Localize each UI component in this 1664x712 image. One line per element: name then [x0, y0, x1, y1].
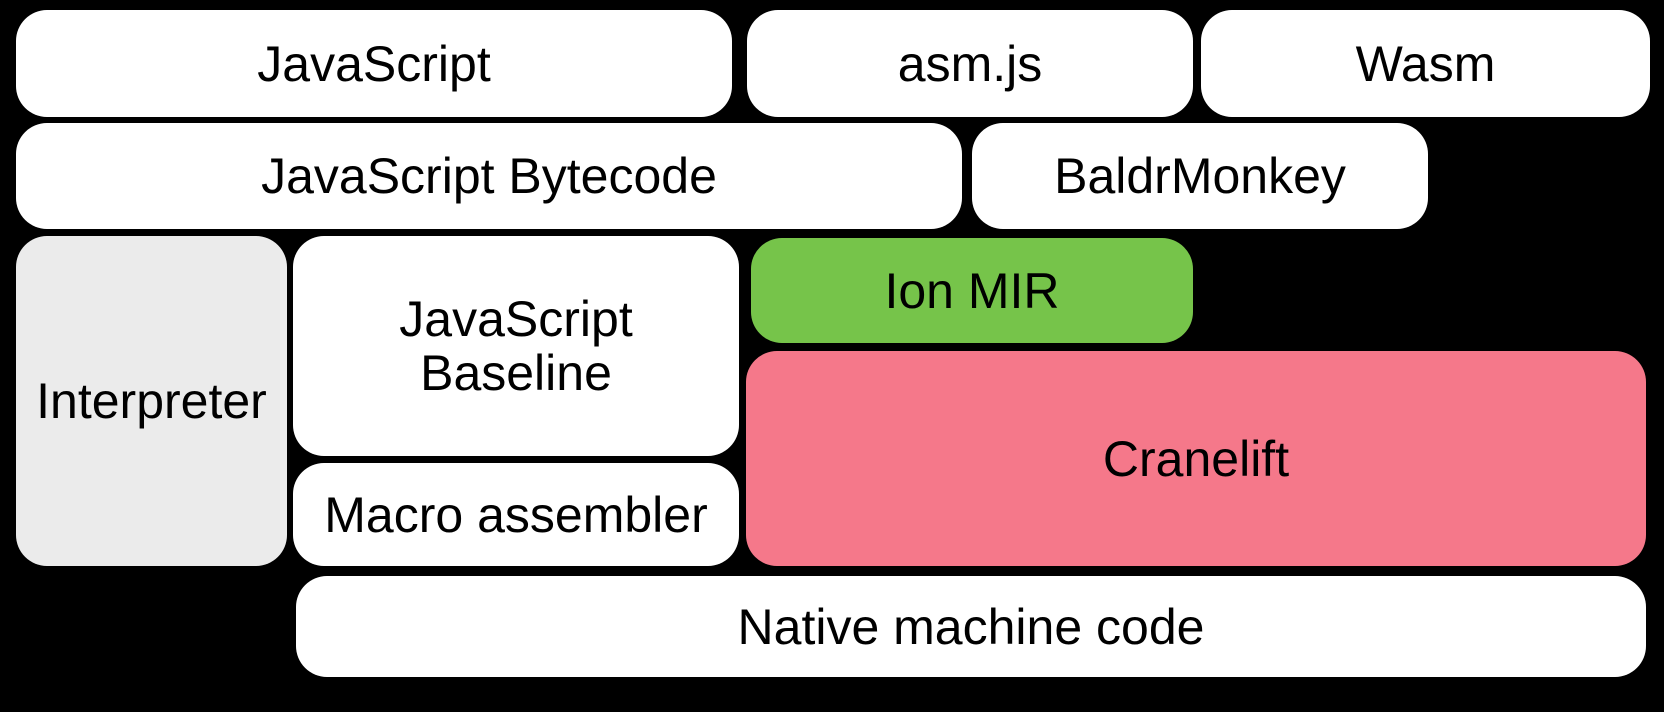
- box-wasm: Wasm: [1201, 10, 1650, 117]
- box-native-machine-code: Native machine code: [296, 576, 1646, 677]
- box-baldrmonkey-label: BaldrMonkey: [1054, 148, 1346, 204]
- box-native-machine-code-label: Native machine code: [737, 598, 1205, 655]
- box-macro-assembler-label: Macro assembler: [324, 486, 708, 543]
- box-cranelift-label: Cranelift: [1102, 430, 1290, 487]
- box-baldrmonkey: BaldrMonkey: [972, 123, 1428, 229]
- box-ion-mir: Ion MIR: [751, 238, 1193, 343]
- box-asmjs-label: asm.js: [897, 35, 1043, 92]
- box-asmjs: asm.js: [747, 10, 1193, 117]
- box-macro-assembler: Macro assembler: [293, 463, 739, 566]
- box-javascript-bytecode-label: JavaScript Bytecode: [261, 148, 717, 204]
- box-ion-mir-label: Ion MIR: [884, 262, 1060, 319]
- box-interpreter: Interpreter: [16, 236, 287, 566]
- box-javascript-label: JavaScript: [257, 35, 491, 92]
- box-javascript-baseline: JavaScript Baseline: [293, 236, 739, 456]
- box-javascript-baseline-label: JavaScript Baseline: [399, 291, 633, 401]
- box-javascript-bytecode: JavaScript Bytecode: [16, 123, 962, 229]
- box-wasm-label: Wasm: [1355, 35, 1496, 92]
- box-cranelift: Cranelift: [746, 351, 1646, 566]
- box-javascript: JavaScript: [16, 10, 732, 117]
- box-interpreter-label: Interpreter: [36, 373, 267, 429]
